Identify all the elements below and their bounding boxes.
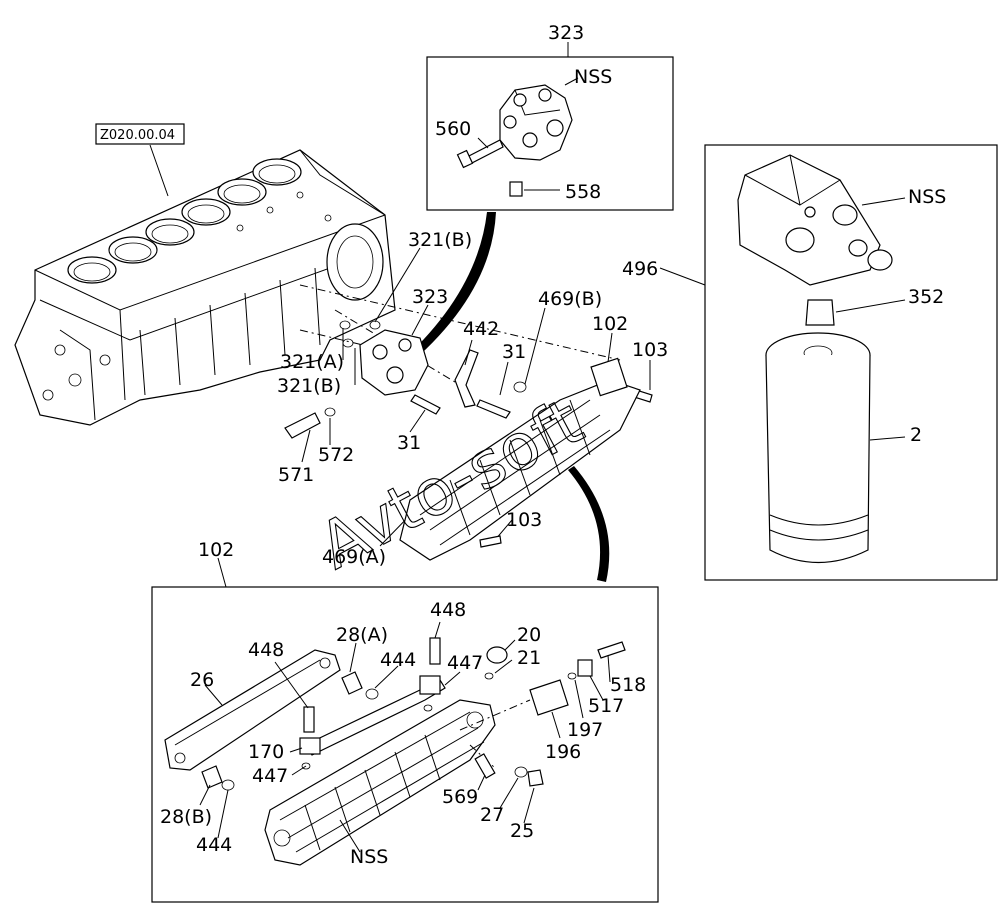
callout-nss-cooler: NSS — [350, 846, 388, 868]
callout-444-2: 444 — [196, 834, 232, 856]
callout-558: 558 — [565, 181, 601, 203]
callout-28b: 28(B) — [160, 806, 212, 828]
callout-496: 496 — [622, 258, 658, 280]
callout-28a: 28(A) — [336, 624, 388, 646]
callout-323-top: 323 — [548, 22, 584, 44]
oil-filter-box — [659, 144, 998, 581]
callout-21: 21 — [517, 647, 541, 669]
callout-447-2: 447 — [252, 765, 288, 787]
callout-31-2: 31 — [397, 432, 421, 454]
callout-571: 571 — [278, 464, 314, 486]
callout-517: 517 — [588, 695, 624, 717]
callout-321a: 321(A) — [280, 351, 344, 373]
callout-444-1: 444 — [380, 649, 416, 671]
callout-nss-filter: NSS — [908, 186, 946, 208]
callout-352: 352 — [908, 286, 944, 308]
oil-cooler-assembly-mid — [284, 247, 653, 548]
callout-25: 25 — [510, 820, 534, 842]
callout-469b: 469(B) — [538, 288, 602, 310]
callout-26: 26 — [190, 669, 214, 691]
callout-102-bot: 102 — [198, 539, 234, 561]
callout-442: 442 — [463, 318, 499, 340]
callout-447-1: 447 — [447, 652, 483, 674]
callout-448-1: 448 — [248, 639, 284, 661]
callout-nss-top: NSS — [574, 66, 612, 88]
callout-labels: 323 NSS 560 558 321(B) 323 321(A) 321(B)… — [160, 22, 946, 868]
callout-323-mid: 323 — [412, 286, 448, 308]
engine-block — [14, 149, 396, 426]
callout-560: 560 — [435, 118, 471, 140]
callout-572: 572 — [318, 444, 354, 466]
callout-20: 20 — [517, 624, 541, 646]
callout-2: 2 — [910, 424, 922, 446]
callout-103-1: 103 — [632, 339, 668, 361]
reference-tag-text: Z020.00.04 — [100, 128, 175, 143]
callout-102-mid: 102 — [592, 313, 628, 335]
reference-tag: Z020.00.04 — [95, 123, 185, 197]
callout-321b-1: 321(B) — [408, 229, 472, 251]
callout-27: 27 — [480, 804, 504, 826]
callout-197: 197 — [567, 719, 603, 741]
detail-box-323 — [426, 42, 674, 211]
detail-box-102 — [151, 557, 659, 903]
callout-518: 518 — [610, 674, 646, 696]
callout-448-2: 448 — [430, 599, 466, 621]
callout-196: 196 — [545, 741, 581, 763]
callout-31-1: 31 — [502, 341, 526, 363]
callout-103-2: 103 — [506, 509, 542, 531]
callout-469a: 469(A) — [322, 546, 386, 568]
callout-321b-2: 321(B) — [277, 375, 341, 397]
oil-cooler-mid — [399, 357, 641, 561]
callout-569: 569 — [442, 786, 478, 808]
callout-170: 170 — [248, 741, 284, 763]
